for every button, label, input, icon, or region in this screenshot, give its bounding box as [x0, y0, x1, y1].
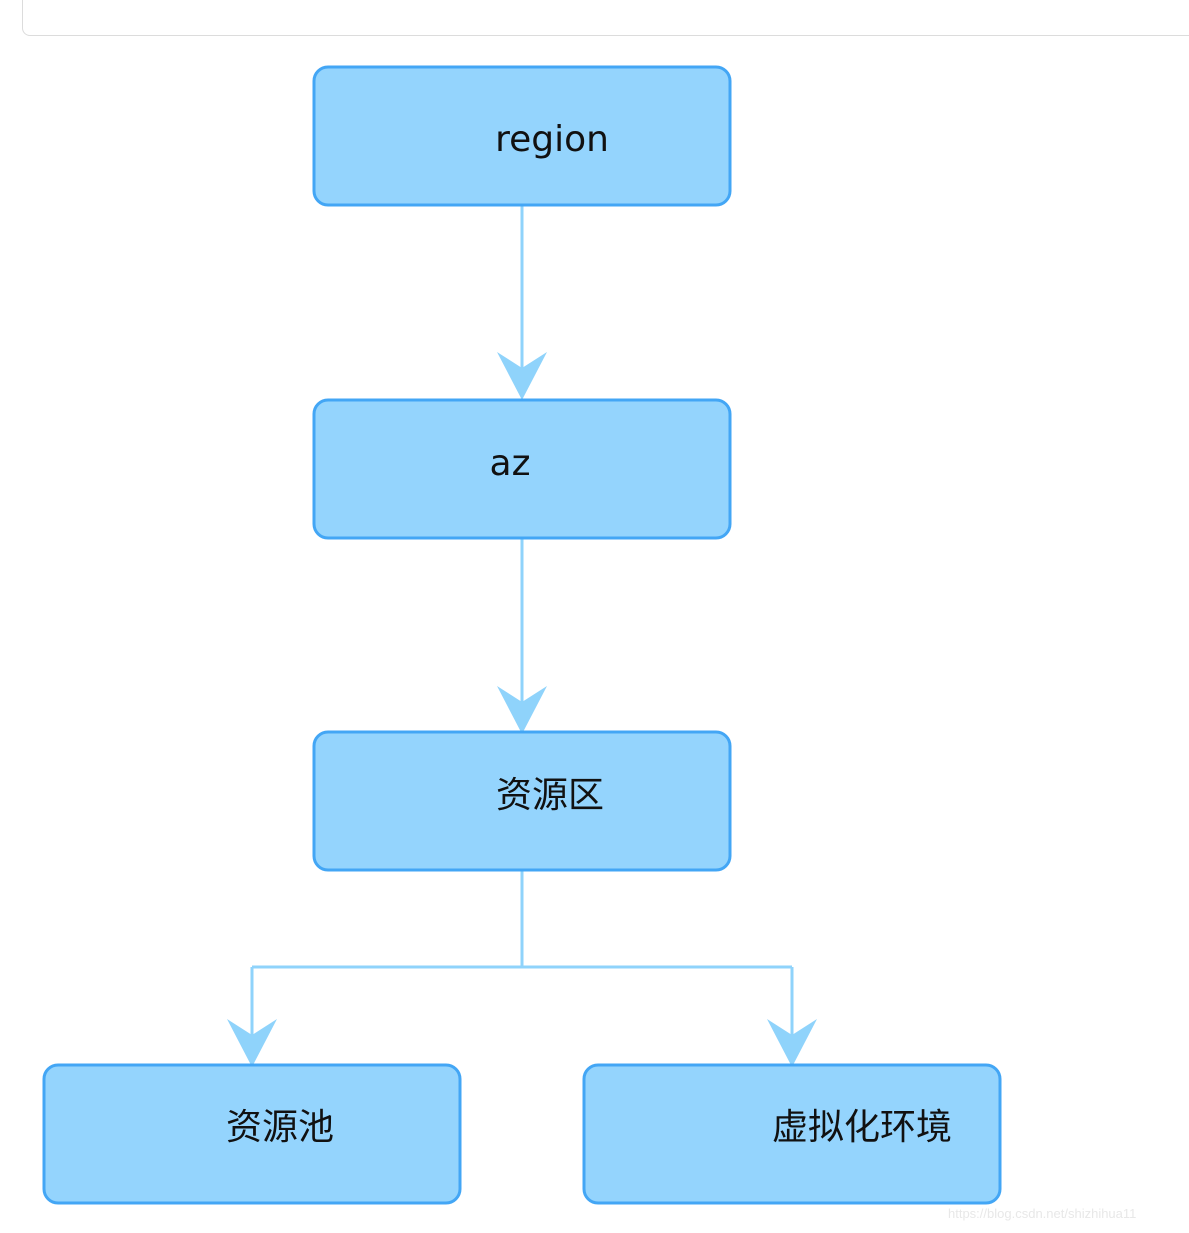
arrowhead-pool: [227, 1019, 277, 1067]
node-virtualization-env-label: 虚拟化环境: [772, 1107, 952, 1148]
arrowhead-zone: [497, 686, 547, 734]
node-region-label: region: [495, 119, 609, 160]
watermark: https://blog.csdn.net/shizhihua11: [948, 1206, 1137, 1221]
node-resource-pool: 资源池: [42, 1063, 462, 1205]
node-virtualization-env: 虚拟化环境: [582, 1063, 1002, 1205]
node-resource-zone-label: 资源区: [496, 775, 604, 816]
node-region: region: [312, 65, 732, 207]
arrowhead-az: [497, 352, 547, 400]
top-frame: [22, 0, 1189, 36]
node-az: az: [312, 398, 732, 540]
node-resource-zone: 资源区: [312, 730, 732, 872]
arrowhead-virt: [767, 1019, 817, 1067]
node-resource-pool-label: 资源池: [226, 1107, 334, 1148]
node-az-label: az: [490, 443, 531, 484]
